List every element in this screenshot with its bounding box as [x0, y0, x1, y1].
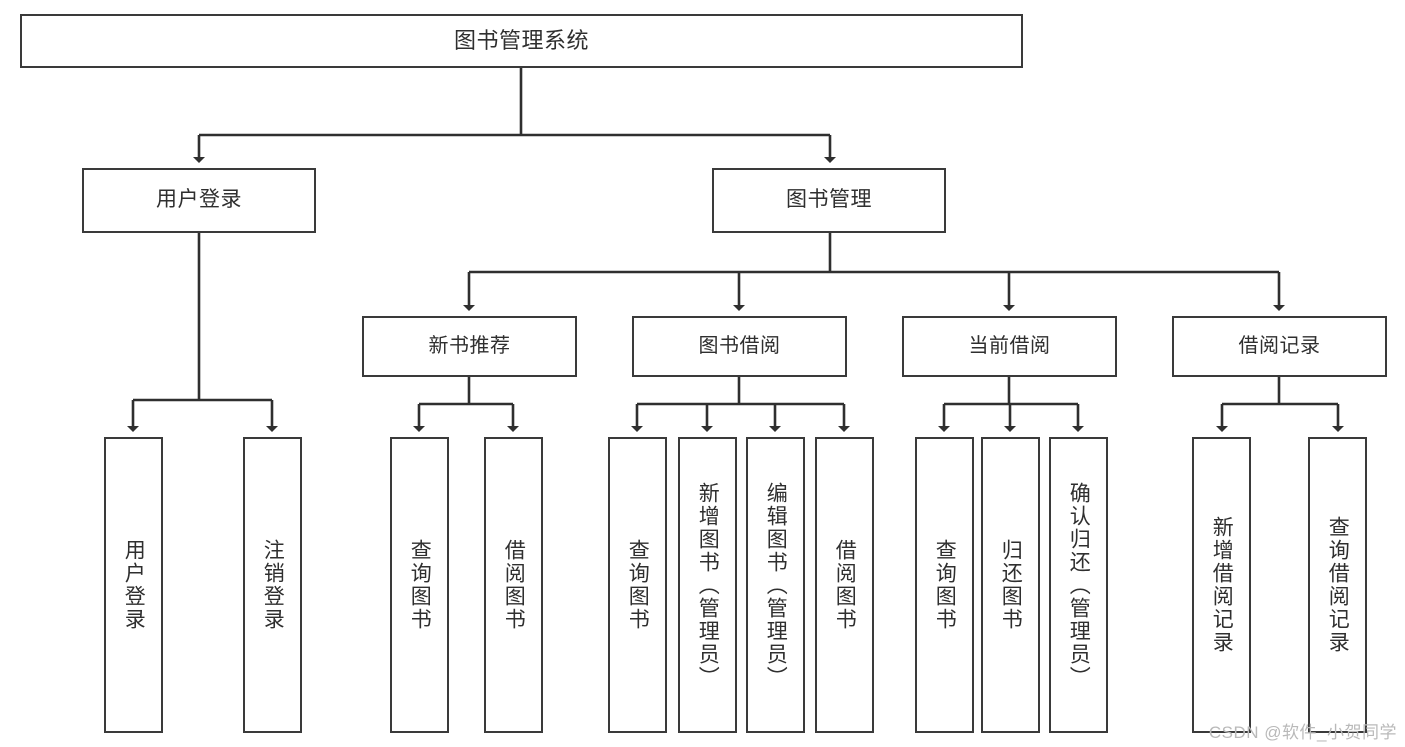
leaf-record-query-label: 查询借阅记录 — [1326, 516, 1350, 654]
node-book-borrow[interactable]: 图书借阅 — [632, 316, 847, 377]
leaf-borrow-edit-book[interactable]: 编辑图书（管理员） — [746, 437, 805, 733]
node-user-login[interactable]: 用户登录 — [82, 168, 316, 233]
leaf-user-login-signin-label: 用户登录 — [122, 539, 146, 631]
node-new-book-recommend[interactable]: 新书推荐 — [362, 316, 577, 377]
leaf-current-confirm-return[interactable]: 确认归还（管理员） — [1049, 437, 1108, 733]
leaf-new-book-borrow-label: 借阅图书 — [502, 539, 526, 631]
node-new-book-recommend-label: 新书推荐 — [428, 334, 511, 357]
leaf-record-query[interactable]: 查询借阅记录 — [1308, 437, 1367, 733]
leaf-current-confirm-return-label: 确认归还（管理员） — [1067, 481, 1091, 689]
leaf-record-add-label: 新增借阅记录 — [1210, 516, 1234, 654]
leaf-new-book-borrow[interactable]: 借阅图书 — [484, 437, 543, 733]
leaf-user-login-signout[interactable]: 注销登录 — [243, 437, 302, 733]
leaf-borrow-query-book[interactable]: 查询图书 — [608, 437, 667, 733]
node-current-borrow-label: 当前借阅 — [968, 334, 1051, 357]
node-borrow-record[interactable]: 借阅记录 — [1172, 316, 1387, 377]
node-current-borrow[interactable]: 当前借阅 — [902, 316, 1117, 377]
leaf-current-return-book[interactable]: 归还图书 — [981, 437, 1040, 733]
leaf-current-query-book-label: 查询图书 — [933, 539, 957, 631]
leaf-new-book-query[interactable]: 查询图书 — [390, 437, 449, 733]
leaf-current-return-book-label: 归还图书 — [999, 539, 1023, 631]
node-book-borrow-label: 图书借阅 — [698, 334, 781, 357]
node-book-management-label: 图书管理 — [786, 188, 872, 212]
node-root-system[interactable]: 图书管理系统 — [20, 14, 1023, 68]
leaf-borrow-query-book-label: 查询图书 — [626, 539, 650, 631]
leaf-record-add[interactable]: 新增借阅记录 — [1192, 437, 1251, 733]
leaf-user-login-signout-label: 注销登录 — [261, 539, 285, 631]
csdn-watermark: CSDN @软件_小贺同学 — [1208, 723, 1397, 742]
node-user-login-label: 用户登录 — [156, 188, 242, 212]
leaf-borrow-borrow-book[interactable]: 借阅图书 — [815, 437, 874, 733]
leaf-borrow-add-book-label: 新增图书（管理员） — [696, 481, 720, 689]
node-root-label: 图书管理系统 — [453, 28, 589, 54]
node-borrow-record-label: 借阅记录 — [1238, 334, 1321, 357]
node-book-management[interactable]: 图书管理 — [712, 168, 946, 233]
leaf-user-login-signin[interactable]: 用户登录 — [104, 437, 163, 733]
leaf-borrow-edit-book-label: 编辑图书（管理员） — [764, 481, 788, 689]
leaf-current-query-book[interactable]: 查询图书 — [915, 437, 974, 733]
leaf-new-book-query-label: 查询图书 — [408, 539, 432, 631]
leaf-borrow-add-book[interactable]: 新增图书（管理员） — [678, 437, 737, 733]
leaf-borrow-borrow-book-label: 借阅图书 — [833, 539, 857, 631]
